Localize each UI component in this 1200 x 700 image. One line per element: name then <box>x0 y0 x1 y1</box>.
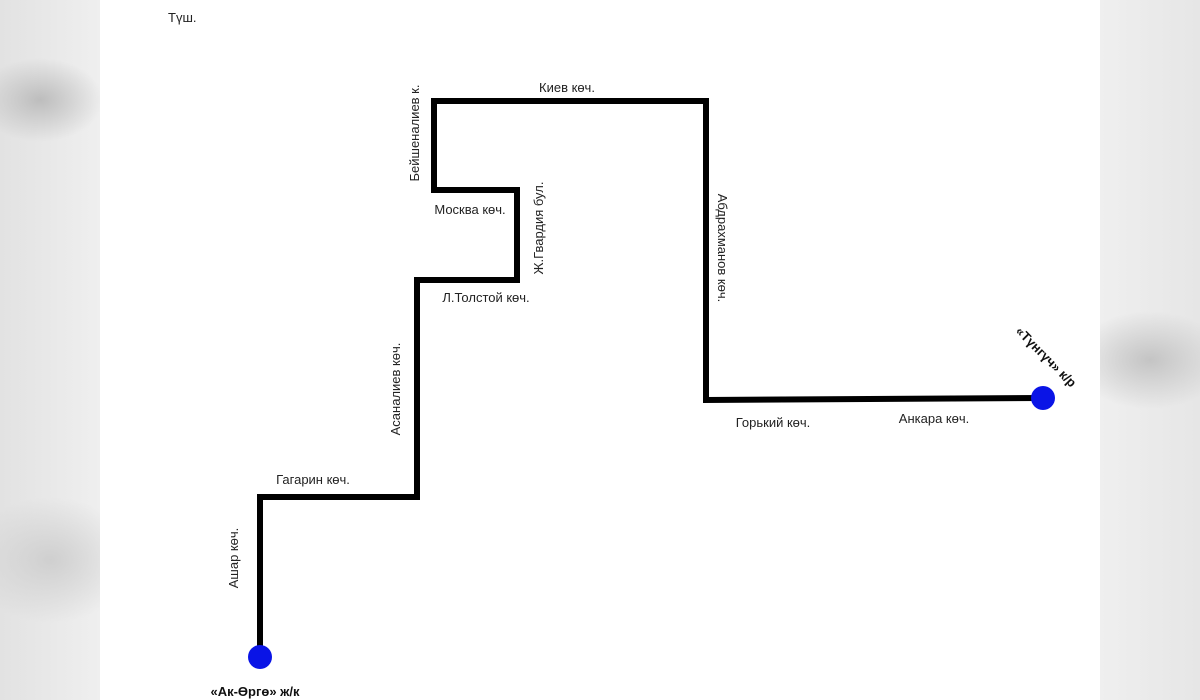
street-label-gorkiy: Горький көч. <box>736 415 811 430</box>
stop-label-tunguch: «Түнгүч» к/р <box>1013 323 1080 390</box>
stop-marker-ak-orgo <box>248 645 272 669</box>
street-label-moskva: Москва көч. <box>434 202 505 217</box>
route-line <box>257 98 1043 657</box>
street-label-ankara: Анкара көч. <box>899 411 969 426</box>
street-label-gagarin: Гагарин көч. <box>276 472 350 487</box>
street-label-l-tolstoy: Л.Толстой көч. <box>442 290 529 305</box>
street-label-zh-gvardiya: Ж.Гвардия бул. <box>531 182 546 275</box>
route-map: Түш. Ашар көч. Гагарин көч. Асаналиев кө… <box>168 10 1080 699</box>
map-page: Түш. Ашар көч. Гагарин көч. Асаналиев кө… <box>100 0 1100 700</box>
street-label-abdrakhmanov: Абдрахманов көч. <box>715 194 730 302</box>
street-label-beishenaliev: Бейшеналиев к. <box>407 85 422 182</box>
direction-label: Түш. <box>168 10 196 25</box>
stop-label-ak-orgo: «Ак-Өргө» ж/к <box>210 684 300 699</box>
street-label-ashar: Ашар көч. <box>226 528 241 588</box>
street-label-asanaliev: Асаналиев көч. <box>388 343 403 436</box>
street-label-kiev: Киев көч. <box>539 80 595 95</box>
stop-marker-tunguch <box>1031 386 1055 410</box>
